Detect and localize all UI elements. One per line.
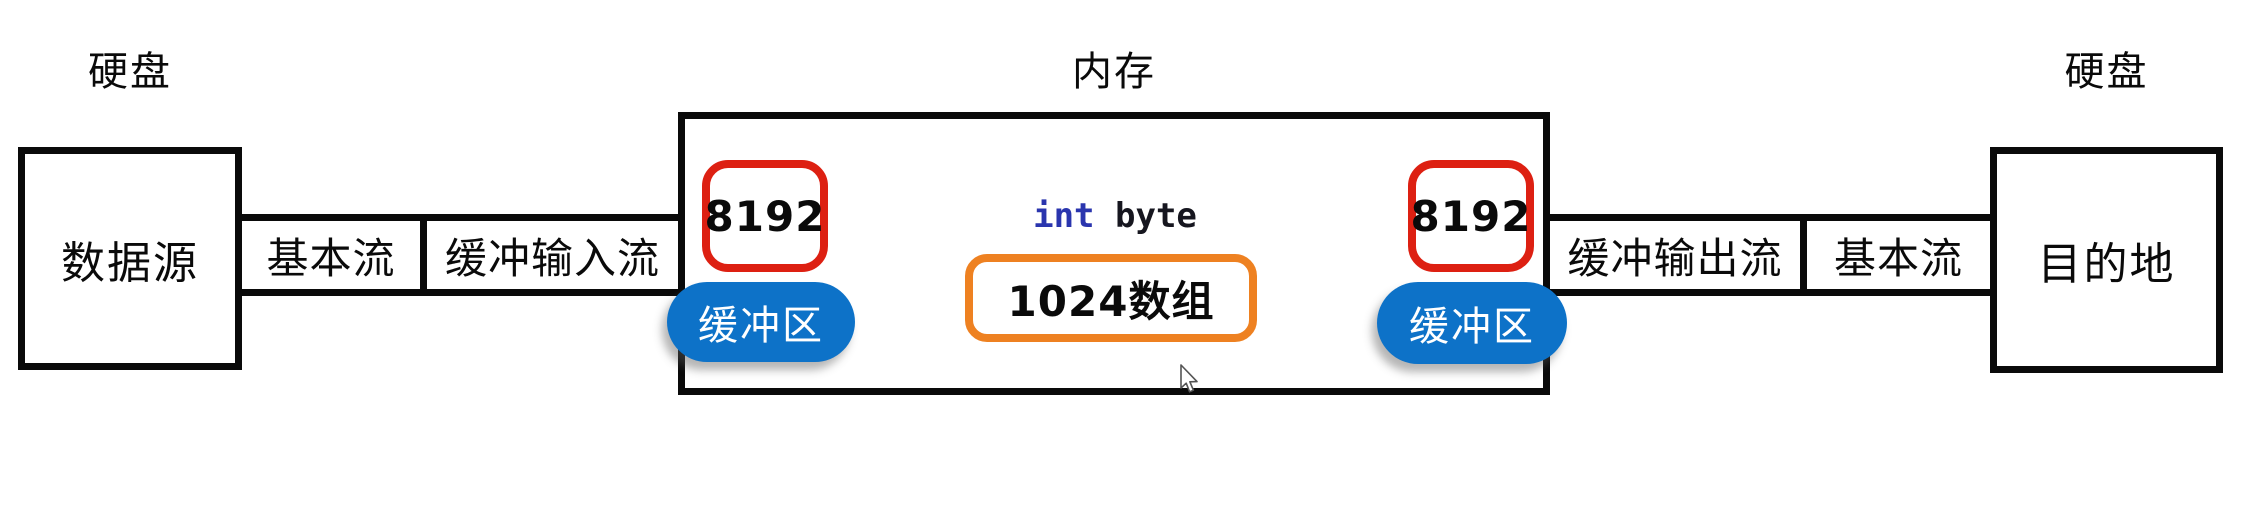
code-keyword-int: int [1033,196,1095,236]
hard-disk-label-right: 硬盘 [2064,50,2149,94]
array-label: 1024数组 [1007,276,1215,326]
basic-stream-label-left: 基本流 [266,234,396,282]
basic-stream-box-right: 基本流 [1800,214,1997,296]
mouse-cursor-icon [1180,364,1198,393]
memory-label: 内存 [1072,50,1156,94]
buffered-output-stream-box: 缓冲输出流 [1543,214,1807,296]
buffered-output-stream-label: 缓冲输出流 [1567,234,1783,282]
buffer-pill-left: 缓冲区 [667,282,855,362]
array-box: 1024数组 [965,254,1257,342]
hard-disk-label-left: 硬盘 [88,50,172,94]
destination-box: 目的地 [1990,147,2223,373]
code-word-byte: byte [1115,196,1197,236]
basic-stream-box-left: 基本流 [235,214,427,296]
buffer-size-left: 8192 [704,191,826,241]
data-source-label: 数据源 [61,238,199,288]
buffered-input-stream-label: 缓冲输入流 [444,234,660,282]
data-source-box: 数据源 [18,147,242,370]
buffered-input-stream-box: 缓冲输入流 [420,214,685,296]
buffer-size-badge-left: 8192 [702,160,828,272]
basic-stream-label-right: 基本流 [1833,234,1963,282]
buffer-pill-right: 缓冲区 [1377,282,1567,364]
buffer-label-left: 缓冲区 [698,304,824,348]
destination-label: 目的地 [2037,240,2176,289]
buffer-size-right: 8192 [1410,191,1532,241]
code-text: int byte [965,196,1265,236]
buffer-size-badge-right: 8192 [1408,160,1534,272]
buffer-label-right: 缓冲区 [1409,305,1535,349]
